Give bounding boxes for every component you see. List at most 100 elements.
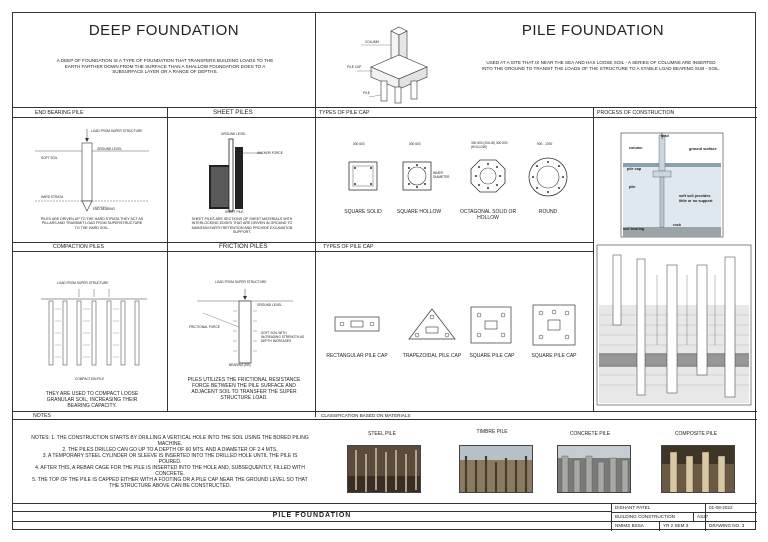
divider-top [13, 107, 757, 108]
process-label-pile: pile [629, 185, 636, 189]
compaction-description: THEY ARE USED TO COMPACT LOOSE GRANULAR … [45, 391, 139, 409]
titleblock-divider-4 [693, 512, 694, 521]
titleblock-subject: BUILDING CONSTRUCTION [615, 514, 675, 519]
process-of-construction-diagram [620, 132, 724, 238]
cap-name-round: ROUND [538, 209, 558, 215]
titleblock-drawing-no: DRAWING NO. 3 [709, 523, 745, 528]
sheet-title: PILE FOUNDATION [272, 512, 352, 519]
note-4: 4. AFTER THIS, A REBAR CAGE FOR THE PILE… [35, 465, 305, 477]
titleblock-year: YR 2 SEM 3 [663, 523, 689, 528]
sheet-pile-label-anchor: ANCHOR FORCE [257, 151, 283, 155]
sheet-pile-description: SHEET PILES ARE SECTIONS OF SHEET MATERI… [191, 217, 293, 235]
cap-dim-1: 300 600 [353, 142, 365, 146]
pile-foundation-title: PILE FOUNDATION [521, 22, 665, 39]
cap2-name-square-2: SQUARE PILE CAP [531, 353, 577, 359]
titleblock-code: AS27 [697, 514, 709, 519]
compaction-caption: COMPACTION PILE [75, 377, 105, 381]
trapezoidal-pile-cap-plan [408, 308, 456, 340]
sheet-pile-label-ground: GROUND LEVEL [221, 132, 246, 136]
note-1: NOTES: 1. THE CONSTRUCTION STARTS BY DRI… [31, 435, 309, 447]
header-end-bearing-pile: END BEARING PILE [35, 110, 84, 116]
divider-main-vertical [315, 13, 316, 417]
pile-sketch-label-cap: PILE CAP [347, 65, 362, 69]
square-pile-cap-plan-2 [532, 304, 576, 346]
cap2-name-rectangular: RECTANGULAR PILE CAP [326, 353, 388, 359]
material-name-steel: STEEL PILE [368, 431, 396, 437]
round-pile-section [528, 157, 568, 197]
header-types-of-pile-cap-2: TYPES OF PILE CAP [323, 244, 374, 250]
friction-label-ground: GROUND LEVEL [257, 303, 282, 307]
end-bearing-pile-diagram [35, 129, 149, 212]
process-label-ground: ground surface [689, 147, 717, 151]
process-label-pile-cap: pile cap [627, 167, 642, 171]
sheet-pile-label-sheet-pile: SHEET PILE [225, 210, 244, 214]
titleblock-divider-1 [611, 503, 612, 531]
divider-middle-headers [13, 251, 593, 252]
cap2-name-trapezoidal: TRAPEZOIDAL PILE CAP [402, 353, 462, 359]
cap-name-square-hollow: SQUARE HOLLOW [396, 209, 442, 215]
cap-name-square-solid: SQUARE SOLID [344, 209, 382, 215]
divider-right-columns [593, 107, 594, 411]
compaction-pile-diagram [41, 289, 147, 366]
concrete-pile-photo [557, 445, 631, 493]
pile-foundation-3d-sketch [357, 26, 428, 104]
friction-label-load: LOAD FROM SUPER STRUCTURE [215, 280, 267, 284]
header-sheet-piles: SHEET PILES [213, 109, 253, 116]
divider-top-headers [13, 117, 757, 118]
cap-name-octagonal: OCTAGONAL SOLID OR HOLLOW [459, 209, 517, 221]
divider-notes-headers [13, 419, 757, 420]
titleblock-divider-2 [705, 503, 706, 531]
process-label-load: load [661, 134, 669, 138]
end-bearing-label-ground: GROUND LEVEL [97, 147, 122, 151]
titleblock-row-2 [611, 521, 757, 522]
drawing-sheet: DEEP FOUNDATION A DEEP OF FOUNDATION IS … [12, 12, 757, 531]
cap-inner-diameter-note: INNER DIAMETER [433, 171, 450, 179]
cap-dim-4: 900 - 1000 [537, 142, 553, 146]
cap2-name-square-1: SQUARE PILE CAP [469, 353, 515, 359]
friction-label-bearing: BEARING (EB) [229, 363, 251, 367]
divider-left-columns [167, 107, 168, 411]
note-5: 5. THE TOP OF THE PILE IS CAPPED EITHER … [32, 477, 308, 489]
end-bearing-label-soft-soil: SOFT SOIL [41, 156, 58, 160]
process-label-rock: rock [673, 223, 682, 227]
process-label-column: column [629, 146, 643, 150]
titleblock-divider-3 [659, 521, 660, 531]
square-pile-cap-plan-1 [470, 306, 512, 344]
pile-sketch-label-column: COLUMN [365, 40, 379, 44]
note-2: 2. THE PILES DRILLED CAN GO UP TO A DEPT… [62, 447, 278, 453]
square-hollow-pile-section [402, 161, 432, 191]
header-friction-piles: FRICTION PILES [219, 243, 268, 250]
end-bearing-description: PILES ARE DRIVEN UP TO THE HARD STRATA T… [40, 217, 144, 230]
timbre-pile-photo [459, 445, 533, 493]
divider-notes [13, 411, 757, 412]
pile-soil-section-drawing [596, 244, 752, 406]
material-name-concrete: CONCRETE PILE [569, 431, 611, 437]
header-classification: CLASSIFICATION BASED ON MATERIALS [321, 413, 411, 418]
deep-foundation-title: DEEP FOUNDATION [88, 22, 240, 39]
header-process-of-construction: PROCESS OF CONSTRUCTION [597, 110, 675, 116]
sheet-pile-diagram [209, 138, 263, 212]
process-label-bearing: soil bearing [623, 227, 645, 231]
divider-titleblock [13, 503, 757, 504]
header-notes: NOTES [33, 413, 51, 419]
titleblock-date: 01-08-2022 [709, 505, 733, 510]
compaction-label-load: LOAD FROM SUPER STRUCTURE [57, 281, 109, 285]
pile-foundation-description: USED AT A SITE THAT IS NEAR THE SEA AND … [481, 60, 721, 71]
notes-list: NOTES: 1. THE CONSTRUCTION STARTS BY DRI… [31, 435, 309, 489]
titleblock-college: NMIMS BSSA [615, 523, 644, 528]
note-3: 3. A TEMPORARY STEEL CYLINDER OR SLEEVE … [42, 453, 298, 465]
cap-dim-3: 300 600 (SOLID) 300 600 (HOLLOW) [471, 141, 508, 149]
divider-middle [13, 242, 593, 243]
composite-pile-photo [661, 445, 735, 493]
process-label-soft-soil: soft soil provides little or no support [679, 194, 713, 203]
header-types-of-pile-cap: TYPES OF PILE CAP [319, 110, 370, 116]
titleblock-name: DISHANT PATEL [615, 505, 651, 510]
deep-foundation-description: A DEEP OF FOUNDATION IS A TYPE OF FOUNDA… [56, 58, 274, 75]
titleblock-row-1 [611, 512, 757, 513]
steel-pile-photo [347, 445, 421, 493]
material-name-composite: COMPOSITE PILE [674, 431, 718, 437]
friction-label-soft-soil: SOFT SOIL WITH INCREASING STRENGTH AS DE… [261, 331, 305, 343]
titleblock-title-bottom [13, 521, 611, 522]
friction-description: PILES UTILIZES THE FRICTIONAL RESISTANCE… [187, 377, 301, 401]
square-solid-pile-section [348, 161, 378, 191]
